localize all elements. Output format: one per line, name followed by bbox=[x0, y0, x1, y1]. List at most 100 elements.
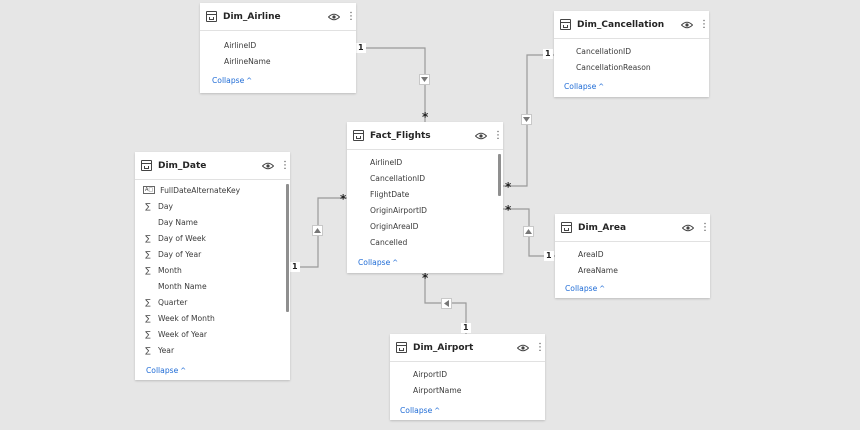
field-row[interactable]: A□FullDateAlternateKey bbox=[143, 182, 290, 198]
table-title: Dim_Airline bbox=[223, 11, 281, 22]
table-header[interactable]: Dim_Airport ⋮ bbox=[390, 334, 545, 362]
table-card-dim-area[interactable]: Dim_Area ⋮ AreaID AreaName Collapse^ bbox=[555, 214, 710, 298]
field-name: Quarter bbox=[158, 297, 188, 307]
table-card-fact-flights[interactable]: Fact_Flights ⋮ AirlineID CancellationID Fl… bbox=[347, 122, 503, 273]
eye-icon[interactable] bbox=[475, 132, 487, 140]
table-header[interactable]: Fact_Flights ⋮ bbox=[347, 122, 503, 150]
field-name: Year bbox=[158, 345, 175, 355]
collapse-link[interactable]: Collapse^ bbox=[564, 82, 605, 91]
eye-icon[interactable] bbox=[262, 162, 274, 170]
table-title: Dim_Area bbox=[578, 222, 627, 233]
field-row[interactable]: ∑ Year bbox=[143, 342, 290, 358]
field-name: FlightDate bbox=[370, 189, 410, 199]
field-row[interactable]: ∑Day of Week bbox=[143, 230, 290, 246]
chevron-up-icon: ^ bbox=[246, 77, 253, 85]
field-row[interactable]: Month Name bbox=[143, 278, 290, 294]
field-name: AirlineID bbox=[370, 157, 403, 167]
sigma-icon: ∑ bbox=[145, 249, 151, 259]
eye-icon[interactable] bbox=[681, 21, 693, 29]
table-header[interactable]: Dim_Area ⋮ bbox=[555, 214, 710, 242]
filter-direction-arrow-icon bbox=[523, 226, 534, 237]
more-options-icon[interactable]: ⋮ bbox=[280, 159, 290, 171]
chevron-up-icon: ^ bbox=[434, 407, 441, 415]
field-row[interactable]: OriginAirportID bbox=[370, 202, 503, 218]
table-card-dim-airport[interactable]: Dim_Airport ⋮ AirportID AirportName Colla… bbox=[390, 334, 545, 420]
eye-icon[interactable] bbox=[682, 224, 694, 232]
eye-icon[interactable] bbox=[517, 344, 529, 352]
field-name: AreaName bbox=[578, 265, 618, 275]
chevron-up-icon: ^ bbox=[598, 83, 605, 91]
more-options-icon[interactable]: ⋮ bbox=[699, 18, 709, 30]
scrollbar[interactable] bbox=[498, 154, 501, 196]
field-row[interactable]: CancellationID bbox=[576, 43, 709, 59]
cardinality-many-label: * bbox=[422, 110, 429, 124]
table-header[interactable]: Dim_Date ⋮ bbox=[135, 152, 290, 180]
table-title: Dim_Cancellation bbox=[577, 19, 665, 30]
table-icon bbox=[206, 11, 217, 22]
field-name: CancellationID bbox=[370, 173, 426, 183]
field-row[interactable]: CancellationID bbox=[370, 170, 503, 186]
table-header[interactable]: Dim_Cancellation ⋮ bbox=[554, 11, 709, 39]
field-row[interactable]: AirlineName bbox=[224, 53, 356, 69]
table-header[interactable]: Dim_Airline ⋮ bbox=[200, 3, 356, 31]
more-options-icon[interactable]: ⋮ bbox=[535, 341, 545, 353]
chevron-up-icon: ^ bbox=[392, 259, 399, 267]
collapse-link[interactable]: Collapse^ bbox=[146, 366, 187, 375]
field-name: Week of Year bbox=[158, 329, 208, 339]
filter-direction-arrow-icon bbox=[521, 114, 532, 125]
field-row[interactable]: ∑Week of Month bbox=[143, 310, 290, 326]
field-row[interactable]: ∑Quarter bbox=[143, 294, 290, 310]
cardinality-many-label: * bbox=[505, 180, 512, 194]
field-row[interactable]: ∑Day of Year bbox=[143, 246, 290, 262]
field-name: Cancelled bbox=[370, 237, 408, 247]
sigma-icon: ∑ bbox=[145, 313, 151, 323]
field-row[interactable]: FlightDate bbox=[370, 186, 503, 202]
field-row[interactable]: AirlineID bbox=[224, 37, 356, 53]
field-row[interactable]: AirportName bbox=[413, 382, 545, 398]
field-name: AirlineName bbox=[224, 56, 271, 66]
field-row[interactable]: AreaID bbox=[578, 246, 710, 262]
sigma-icon: ∑ bbox=[145, 345, 151, 355]
field-name: Month bbox=[158, 265, 182, 275]
filter-direction-arrow-icon bbox=[312, 225, 323, 236]
table-icon bbox=[353, 130, 364, 141]
table-icon bbox=[560, 19, 571, 30]
field-name: AirportName bbox=[413, 385, 462, 395]
field-row[interactable]: ∑Month bbox=[143, 262, 290, 278]
field-name: Day Name bbox=[158, 217, 198, 227]
field-row[interactable]: ∑Week of Year bbox=[143, 326, 290, 342]
field-name: Day of Week bbox=[158, 233, 206, 243]
field-row[interactable]: OriginAreaID bbox=[370, 218, 503, 234]
rel-line-airline-fact[interactable] bbox=[356, 47, 426, 122]
field-row[interactable]: Cancelled bbox=[370, 234, 503, 250]
field-list: AirportID AirportName bbox=[390, 362, 545, 398]
cardinality-many-label: * bbox=[505, 203, 512, 217]
collapse-link[interactable]: Collapse^ bbox=[212, 76, 253, 85]
table-card-dim-airline[interactable]: Dim_Airline ⋮ AirlineID AirlineName Colla… bbox=[200, 3, 356, 93]
scrollbar[interactable] bbox=[286, 184, 289, 312]
table-title: Dim_Date bbox=[158, 160, 207, 171]
field-row[interactable]: AirportID bbox=[413, 366, 545, 382]
table-title: Dim_Airport bbox=[413, 342, 474, 353]
table-icon bbox=[141, 160, 152, 171]
abc-icon: A□ bbox=[143, 186, 156, 194]
eye-icon[interactable] bbox=[328, 13, 340, 21]
collapse-link[interactable]: Collapse^ bbox=[565, 284, 606, 293]
more-options-icon[interactable]: ⋮ bbox=[700, 221, 710, 233]
more-options-icon[interactable]: ⋮ bbox=[346, 10, 356, 22]
field-row[interactable]: Day Name bbox=[143, 214, 290, 230]
collapse-link[interactable]: Collapse^ bbox=[358, 258, 399, 267]
field-row[interactable]: ∑Day bbox=[143, 198, 290, 214]
collapse-link[interactable]: Collapse^ bbox=[400, 406, 441, 415]
field-row[interactable]: AreaName bbox=[578, 262, 710, 278]
field-row[interactable]: CancellationReason bbox=[576, 59, 709, 75]
cardinality-one-label: 1 bbox=[543, 49, 553, 59]
table-icon bbox=[561, 222, 572, 233]
more-options-icon[interactable]: ⋮ bbox=[493, 129, 503, 141]
field-row[interactable]: AirlineID bbox=[370, 154, 503, 170]
